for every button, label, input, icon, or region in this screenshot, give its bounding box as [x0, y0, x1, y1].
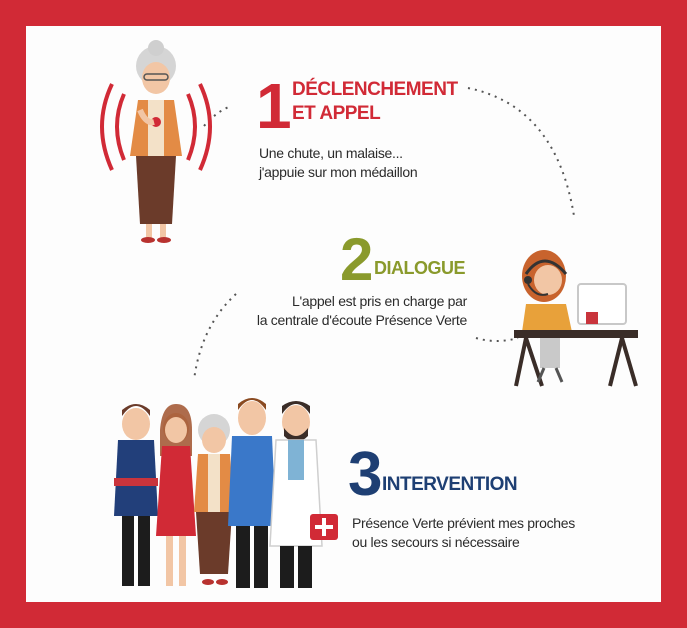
step-3-desc-line1: Présence Verte prévient mes proches [352, 515, 575, 531]
step-1-title-line1: DÉCLENCHEMENT [292, 79, 458, 100]
person-woman-red-dress [156, 404, 196, 586]
step-3-number: 3 [348, 440, 383, 509]
person-man-sweater [114, 404, 158, 586]
family-group-icon [114, 398, 338, 588]
step-1-number: 1 [256, 70, 292, 142]
step-2-number: 2 [340, 226, 374, 293]
step-3-description: Présence Verte prévient mes proches ou l… [352, 514, 612, 552]
infographic: 1 DÉCLENCHEMENT ET APPEL Une chute, un m… [26, 26, 661, 602]
step-2-description: L'appel est pris en charge par la centra… [222, 292, 467, 330]
step-3-title: INTERVENTION [382, 474, 518, 495]
step-1-desc-line1: Une chute, un malaise... [259, 145, 403, 161]
step-1-desc-line2: j'appuie sur mon médaillon [259, 164, 418, 180]
step-1-description: Une chute, un malaise... j'appuie sur mo… [259, 144, 499, 182]
step-3-desc-line2: ou les secours si nécessaire [352, 534, 520, 550]
connector-dialogue-to-desk [475, 337, 519, 342]
person-elderly-woman [194, 414, 234, 585]
step-2-desc-line1: L'appel est pris en charge par [291, 293, 467, 309]
person-doctor [269, 401, 338, 588]
step-1-title: DÉCLENCHEMENT ET APPEL [292, 78, 512, 126]
step-2-title: DIALOGUE [374, 258, 466, 278]
step-1-title-line2: ET APPEL [292, 103, 381, 124]
elderly-woman-icon [100, 40, 212, 243]
person-man-blue-shirt [228, 398, 276, 588]
illustrations-layer [100, 40, 638, 588]
call-operator-icon [514, 250, 638, 387]
step-2-desc-line2: la centrale d'écoute Présence Verte [256, 312, 467, 328]
